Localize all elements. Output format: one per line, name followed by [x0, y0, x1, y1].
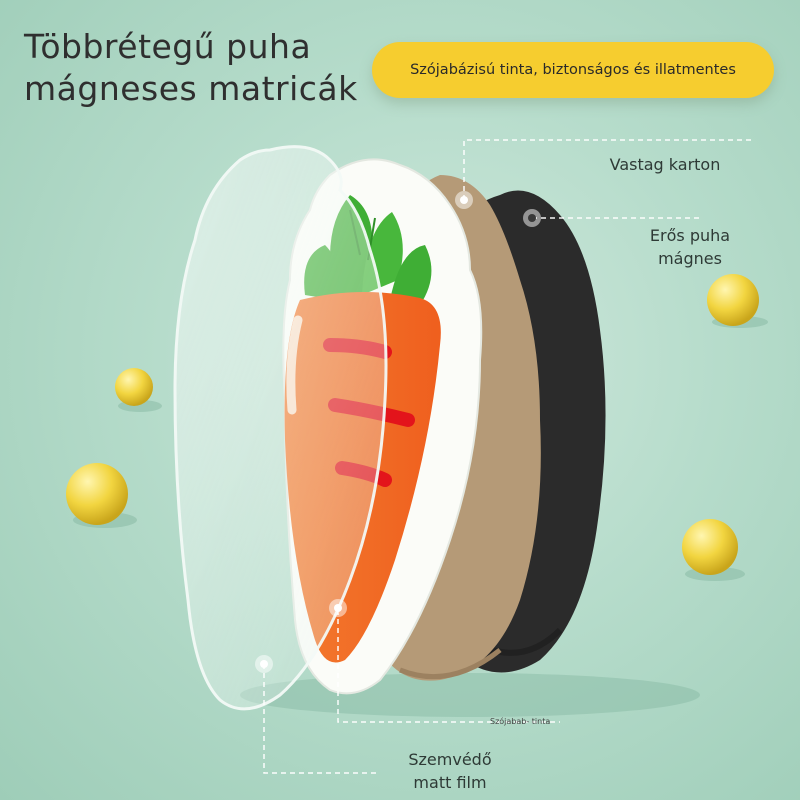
decor-ball [682, 519, 738, 575]
callout-magnet: Erős puha mágnes [630, 224, 750, 270]
callout-film-line-1: Szemvédő [408, 750, 492, 769]
title-line-2: mágneses matricák [24, 69, 358, 108]
callout-ink: Szójabab- tinta [490, 717, 551, 726]
callout-cardboard: Vastag karton [609, 155, 721, 174]
callout-film: Szemvédő matt film [385, 748, 515, 794]
callout-magnet-line-2: mágnes [658, 249, 722, 268]
matt-film-layer [173, 145, 388, 711]
decor-ball [115, 368, 153, 406]
callout-dots [255, 191, 541, 673]
callout-film-line-2: matt film [413, 773, 487, 792]
callout-magnet-line-1: Erős puha [649, 226, 731, 245]
title-line-1: Többrétegű puha [24, 27, 312, 66]
feature-banner: Szójabázisú tinta, biztonságos és illatm… [372, 42, 774, 98]
decor-ball [707, 274, 759, 326]
decor-ball [66, 463, 128, 525]
page-title: Többrétegű puha mágneses matricák [24, 26, 384, 110]
